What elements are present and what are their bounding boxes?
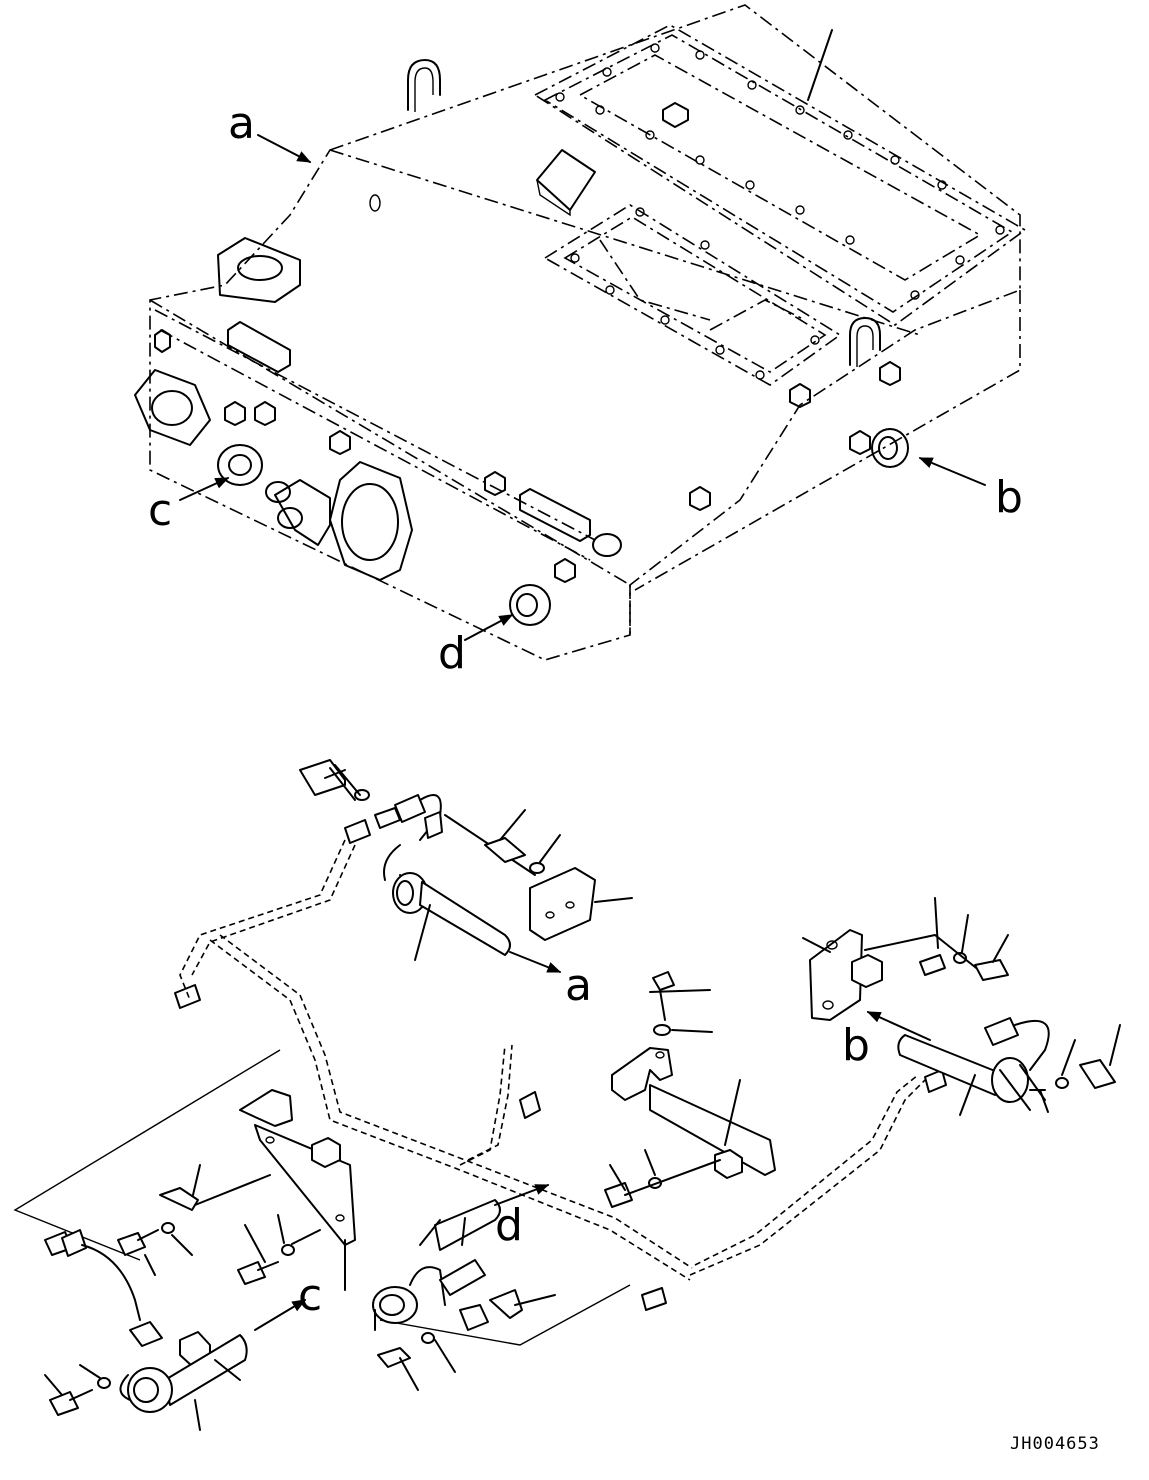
label-d-top: d (438, 628, 466, 679)
sensor-hole-a (369, 194, 381, 212)
drain-plug (592, 533, 622, 557)
lifting-eye-left (407, 59, 441, 111)
label-b-top: b (995, 472, 1023, 523)
connector-3 (519, 1091, 541, 1119)
ref-line-left (13, 1049, 281, 1261)
connector-4 (641, 1287, 667, 1311)
inspection-cover (543, 204, 842, 386)
sensor-boss-d (509, 584, 551, 626)
label-a-bottom: a (565, 960, 592, 1011)
label-a-top: a (228, 98, 255, 149)
label-c-top: c (148, 485, 172, 536)
mount-block (536, 149, 596, 211)
top-cover (533, 24, 1027, 326)
connector-2 (174, 984, 201, 1009)
sensor-d-assembly (372, 1184, 556, 1391)
label-b-bottom: b (842, 1020, 870, 1071)
left-flange (134, 369, 211, 446)
arrow-a-top (257, 134, 312, 163)
drawing-code: JH004653 (1010, 1434, 1100, 1454)
label-d-bottom: d (495, 1200, 523, 1251)
wire-harness (179, 839, 926, 1281)
side-bolts (154, 321, 901, 583)
ref-line-center (379, 1284, 631, 1346)
bracket-d (604, 971, 776, 1208)
pipe-flange (265, 461, 413, 581)
lifting-eye-right (849, 317, 881, 366)
flange-boss (217, 237, 301, 303)
connector-1 (344, 819, 371, 844)
arrow-c-top (179, 477, 230, 501)
label-c-bottom: c (298, 1270, 322, 1321)
sensor-a-assembly (299, 759, 633, 973)
arrow-d-top (464, 614, 514, 641)
sensor-b-assembly (802, 897, 1121, 1116)
cover-leader (807, 29, 833, 101)
arrow-b-top (918, 457, 986, 486)
case-outline (149, 4, 1021, 661)
bracket-c (44, 1089, 356, 1431)
sensor-boss-b (871, 428, 909, 468)
sensor-boss-c (217, 444, 263, 486)
connector-5 (924, 1069, 947, 1093)
